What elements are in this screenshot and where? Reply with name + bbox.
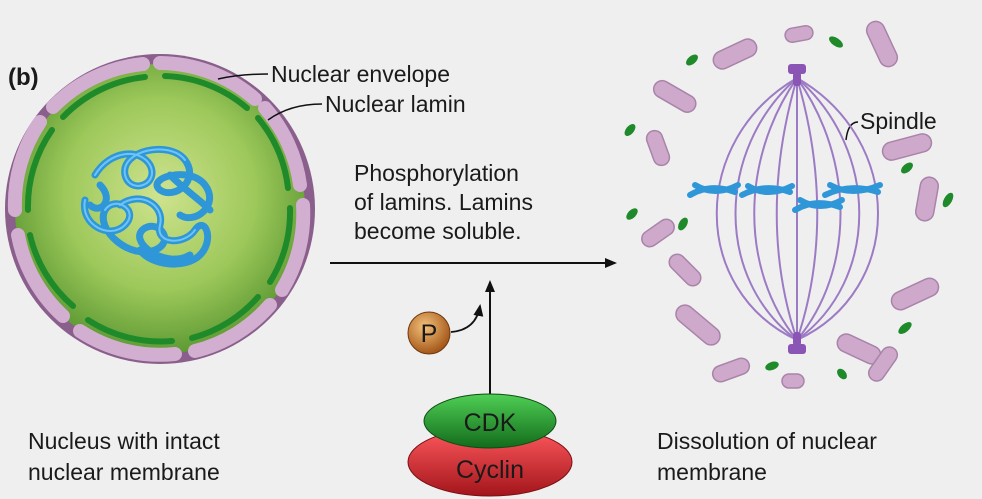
phosphorylation-line-3: become soluble. [354,218,522,244]
lamin-fragments [624,36,954,380]
nuclear-envelope [7,56,311,362]
phosphorylation-line-2: of lamins. Lamins [354,189,533,215]
cyclin-label: Cyclin [456,456,524,484]
envelope-fragments [641,20,940,389]
spindle-label: Spindle [860,108,937,134]
nuclear-lamin-label: Nuclear lamin [325,91,466,117]
left-caption-line-2: nuclear membrane [28,459,220,485]
nuclear-lamin [24,73,294,345]
centrosomes [788,64,806,354]
phosphate-icon [407,311,451,355]
left-caption-line-1: Nucleus with intact [28,428,220,454]
phosphate-label: P [421,320,438,348]
right-caption-line-2: membrane [657,459,767,485]
right-caption-line-1: Dissolution of nuclear [657,428,877,454]
spindle [715,77,879,341]
phosphorylation-line-1: Phosphorylation [354,160,519,186]
cdk-protein [423,393,557,449]
cdk-label: CDK [464,409,517,437]
phosphate-arrow-icon [450,304,484,333]
chromosomes [687,182,883,213]
intact-nucleus [5,54,315,364]
panel-label: (b) [8,64,39,91]
nuclear-envelope-label: Nuclear envelope [271,61,451,87]
